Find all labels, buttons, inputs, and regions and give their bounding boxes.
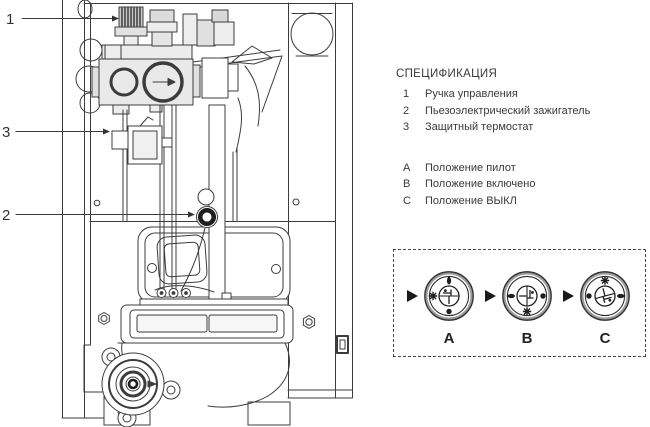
- pointer-arrow-icon: [563, 290, 574, 302]
- switch: [336, 335, 349, 354]
- position-label: Положение ВЫКЛ: [425, 194, 517, 207]
- callout-3: 3: [2, 124, 10, 141]
- knob-label-a: A: [443, 330, 455, 347]
- dot-icon: [446, 308, 452, 315]
- piezo-igniter: [180, 188, 218, 292]
- knob-position-a: A: [404, 265, 482, 347]
- callouts: 1 3 2: [2, 11, 195, 224]
- gas-valve-assembly: [91, 6, 283, 127]
- part-label: Пьезоэлектрический зажигатель: [425, 104, 591, 117]
- dot-icon: [540, 293, 546, 299]
- spec-title: СПЕЦИФИКАЦИЯ: [396, 68, 498, 80]
- right-foot: [247, 401, 291, 426]
- knob-dial: [438, 285, 460, 307]
- knob-dial: [516, 285, 538, 307]
- pointer-arrow-icon: [485, 290, 496, 302]
- knob-label-c: C: [599, 330, 611, 347]
- heat-exchanger-door: [156, 234, 208, 285]
- pipes: [122, 97, 242, 302]
- position-letter: C: [403, 194, 411, 207]
- callout-1: 1: [6, 11, 14, 28]
- part-number: 3: [403, 121, 410, 133]
- spec-position-row: C Положение ВЫКЛ: [396, 193, 646, 210]
- position-letter: B: [403, 178, 411, 190]
- star-icon: [522, 306, 532, 317]
- spec-part-row: 3 Защитный термостат: [396, 119, 646, 136]
- dot-icon: [586, 293, 592, 299]
- knob-c-diagram: [563, 270, 631, 322]
- part-label: Ручка управления: [425, 88, 518, 100]
- spec-position-row: A Положение пилот: [396, 160, 646, 177]
- part-number: 2: [403, 104, 410, 117]
- position-letter: A: [403, 161, 411, 174]
- part-label: Защитный термостат: [425, 121, 534, 133]
- knob-positions-panel: A B C: [393, 249, 646, 357]
- burner-assembly: [98, 285, 294, 408]
- bolt-icon: [98, 312, 110, 325]
- leader-arrow-icon: [188, 211, 195, 218]
- bolt-icon: [302, 315, 316, 329]
- knob-b-diagram: [485, 270, 553, 322]
- knob-a-diagram: [407, 270, 475, 322]
- position-label: Положение включено: [425, 178, 536, 190]
- leader-arrow-icon: [112, 15, 119, 22]
- spec-panel: СПЕЦИФИКАЦИЯ 1 Ручка управления 2 Пьезоэ…: [396, 68, 646, 209]
- control-knob: [114, 6, 148, 46]
- knob-position-c: C: [560, 265, 638, 347]
- callout-2: 2: [2, 207, 10, 224]
- knob-position-b: B: [482, 265, 560, 347]
- spec-part-row: 2 Пьезоэлектрический зажигатель: [396, 103, 646, 120]
- safety-thermostat: [111, 116, 173, 165]
- position-label: Положение пилот: [425, 161, 516, 174]
- flow-arrow-icon: [167, 78, 176, 86]
- knob-label-b: B: [521, 330, 533, 347]
- flue-opening: [290, 12, 334, 56]
- cabinet-right-panel: [287, 2, 353, 399]
- spec-part-row: 1 Ручка управления: [396, 86, 646, 103]
- leader-arrow-icon: [103, 128, 110, 135]
- part-number: 1: [403, 88, 410, 100]
- pump-assembly: [101, 347, 181, 427]
- boiler-diagram: 1 3 2: [2, 0, 353, 427]
- star-icon: [428, 291, 438, 301]
- pointer-arrow-icon: [407, 290, 418, 302]
- spec-position-row: B Положение включено: [396, 176, 646, 193]
- star-icon: [600, 275, 610, 286]
